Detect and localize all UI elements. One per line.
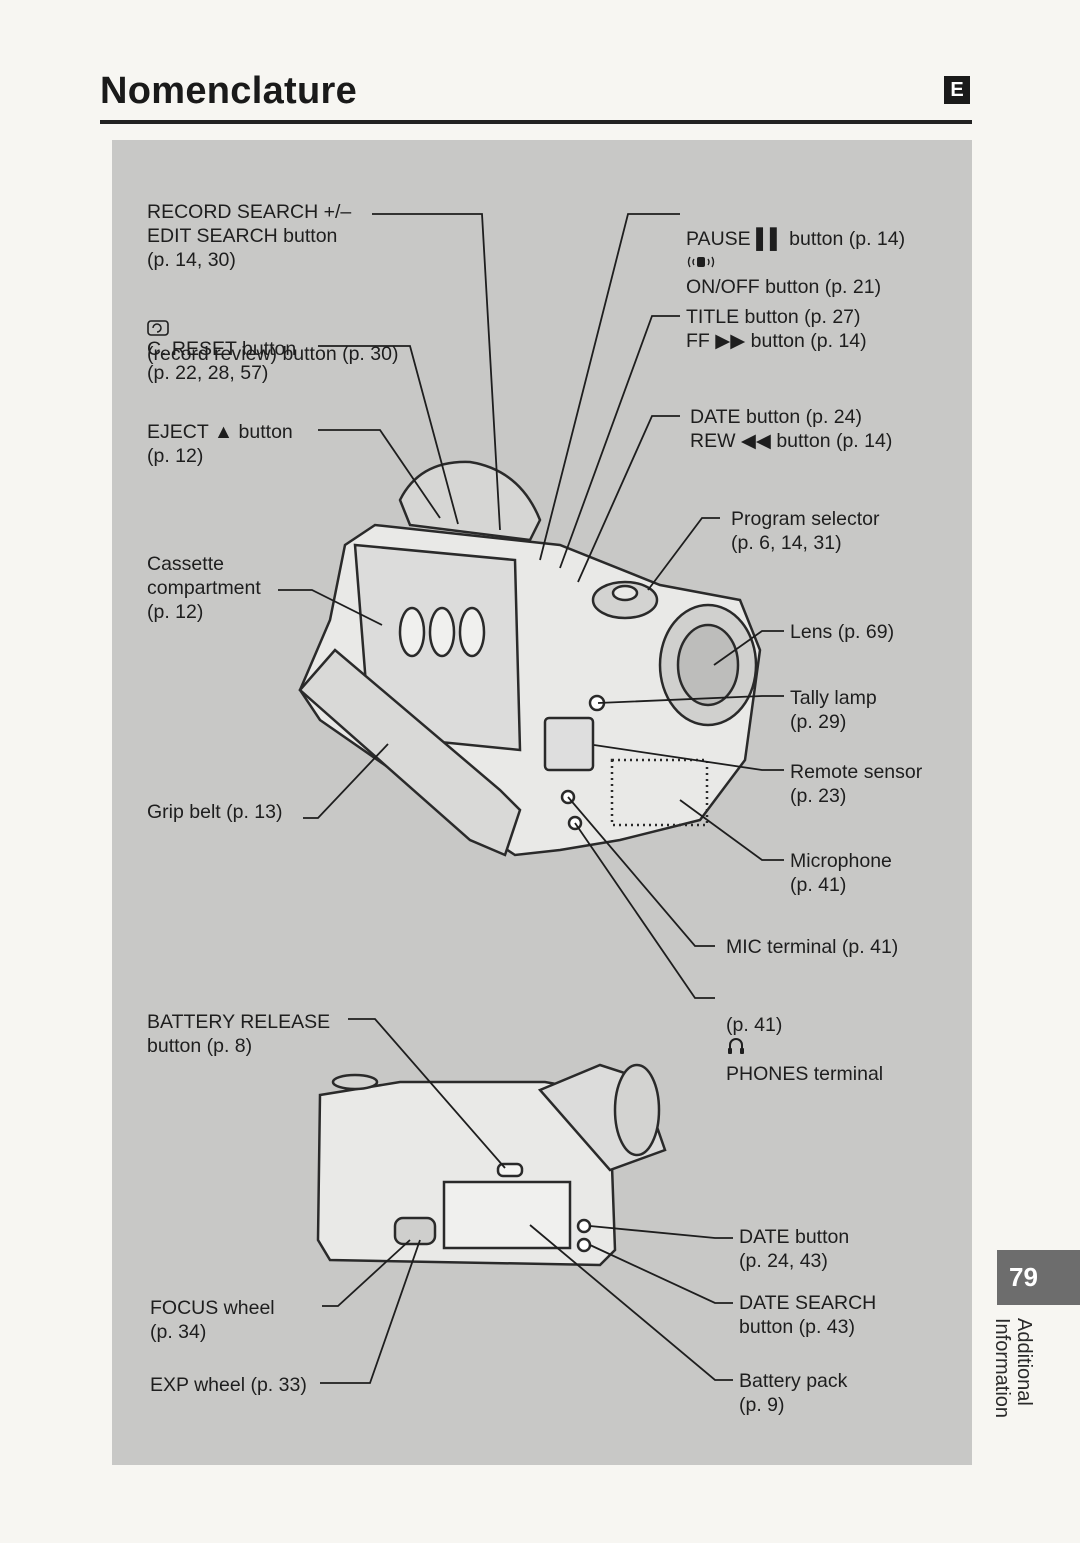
record-review-icon [147, 294, 169, 342]
label-program-selector: Program selector (p. 6, 14, 31) [731, 508, 880, 554]
label-mic-terminal: MIC terminal (p. 41) [726, 936, 899, 958]
label-microphone: Microphone (p. 41) [790, 850, 892, 896]
label-c-reset: C. RESET button (p. 22, 28, 57) [147, 338, 297, 384]
label-battery-release: BATTERY RELEASE button (p. 8) [147, 1011, 331, 1057]
section-line-2: Information [991, 1318, 1013, 1419]
label-record-review-text: (record review) button (p. 30) [147, 343, 399, 365]
label-eject: EJECT ▲ button (p. 12) [147, 421, 293, 467]
label-onoff: ON/OFF button (p. 21) [686, 203, 881, 299]
label-focus-wheel: FOCUS wheel (p. 34) [150, 1297, 275, 1343]
section-line-1: Additional [1013, 1318, 1035, 1406]
page-number-tab: 79 [997, 1250, 1080, 1305]
label-onoff-text: ON/OFF button (p. 21) [686, 276, 882, 298]
label-exp-wheel: EXP wheel (p. 33) [150, 1374, 307, 1396]
camcorder-side-illustration [316, 1063, 667, 1267]
label-grip-belt: Grip belt (p. 13) [147, 801, 283, 823]
label-phones-page: (p. 41) [726, 1014, 783, 1036]
label-date-button: DATE button (p. 24, 43) [739, 1226, 850, 1272]
label-record-search: RECORD SEARCH +/– EDIT SEARCH button (p.… [147, 201, 352, 271]
label-title-ff: TITLE button (p. 27) FF ▶▶ button (p. 14… [686, 306, 867, 352]
label-lens: Lens (p. 69) [790, 621, 895, 643]
language-badge: E [944, 76, 970, 104]
label-battery-pack: Battery pack (p. 9) [739, 1370, 848, 1416]
label-remote-sensor: Remote sensor (p. 23) [790, 761, 923, 807]
label-phones: PHONES terminal [726, 988, 883, 1086]
page-title: Nomenclature [100, 70, 358, 112]
title-rule [100, 120, 972, 124]
label-record-review: (record review) button (p. 30) [147, 270, 398, 366]
label-date-search: DATE SEARCH button (p. 43) [739, 1292, 877, 1338]
section-tab-text: Additional Information [991, 1318, 1041, 1458]
headphones-icon [726, 1012, 746, 1062]
label-date-rew: DATE button (p. 24) REW ◀◀ button (p. 14… [690, 406, 893, 452]
label-pause: PAUSE ▌▌ button (p. 14) [686, 228, 906, 250]
label-tally-lamp: Tally lamp (p. 29) [790, 687, 877, 733]
label-phones-text: PHONES terminal [726, 1063, 884, 1085]
label-cassette: Cassette compartment (p. 12) [147, 553, 261, 623]
leader-lines [278, 213, 784, 1384]
camcorder-front-illustration [298, 460, 762, 857]
onoff-icon [686, 227, 716, 275]
